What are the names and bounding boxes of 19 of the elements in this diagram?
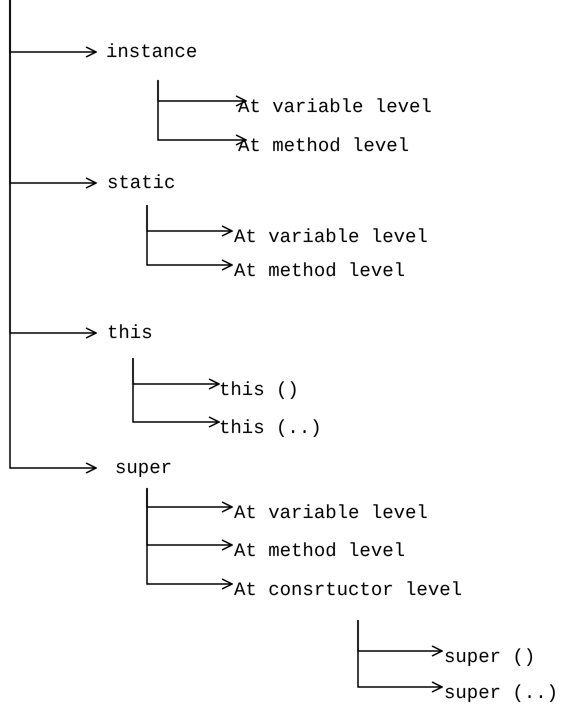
tree-item-label: super (..) xyxy=(444,682,558,704)
arrow xyxy=(146,488,233,590)
tree-item-label: At method level xyxy=(234,540,406,562)
tree-item-label: super xyxy=(115,457,172,479)
tree-item-label: this xyxy=(107,322,153,344)
tree-item-label: At consrtuctor level xyxy=(234,579,462,601)
tree-item-label: super () xyxy=(444,646,536,668)
arrow xyxy=(157,80,247,146)
tree-item-label: instance xyxy=(106,41,198,63)
tree-item-label: At variable level xyxy=(234,226,428,248)
arrow xyxy=(9,0,97,474)
tree-item-label: At method level xyxy=(234,260,406,282)
tree-item-label: this () xyxy=(219,379,299,401)
tree-item-label: At variable level xyxy=(234,502,428,524)
arrow xyxy=(357,620,443,693)
tree-item-label: static xyxy=(107,172,176,194)
arrow xyxy=(146,205,233,271)
tree-item-label: this (..) xyxy=(219,417,322,439)
arrow xyxy=(132,358,220,428)
